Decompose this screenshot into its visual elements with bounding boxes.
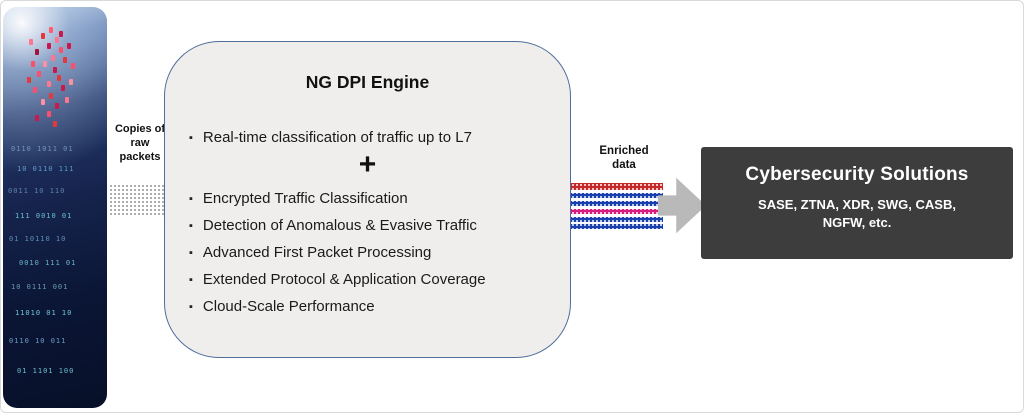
bullet-icon: ▪ [189,193,193,205]
engine-feature-list: ▪ Encrypted Traffic Classification ▪ Detec… [165,186,570,321]
enriched-data-stream [571,183,663,229]
network-cables-photo: 0110 1011 01 10 0110 111 0011 10 110 111… [3,7,107,408]
binary-texture-row: 11010 01 10 [15,309,73,317]
red-packet-dots [49,27,53,33]
binary-texture-row: 0110 1011 01 [11,145,74,153]
binary-texture-row: 01 1101 100 [17,367,75,375]
binary-texture-row: 01 10110 10 [9,235,67,243]
solutions-subtitle: SASE, ZTNA, XDR, SWG, CASB, NGFW, etc. [758,197,956,231]
engine-bullet-text: Extended Protocol & Application Coverage [202,271,486,288]
enriched-data-label: Enriched data [599,145,649,172]
engine-title: NG DPI Engine [305,72,430,92]
binary-texture-row: 0010 111 01 [19,259,77,267]
engine-bullet-item: ▪ Advanced First Packet Processing [189,240,570,267]
engine-headline-text: Real-time classification of traffic up t… [202,129,472,146]
bullet-icon: ▪ [189,247,193,259]
bullet-icon: ▪ [189,220,193,232]
engine-bullet-text: Cloud-Scale Performance [202,298,375,315]
engine-bullet-text: Advanced First Packet Processing [202,244,432,261]
solutions-title: Cybersecurity Solutions [745,164,969,185]
binary-texture-row: 111 0010 01 [15,212,73,220]
arrow-right-icon [658,177,706,234]
binary-texture-row: 10 0111 001 [11,283,69,291]
engine-bullet-text: Encrypted Traffic Classification [202,190,408,207]
engine-bullet-item: ▪ Detection of Anomalous & Evasive Traffi… [189,213,570,240]
engine-bullet-item: ▪ Encrypted Traffic Classification [189,186,570,213]
bullet-icon: ▪ [189,274,193,286]
engine-bullet-item: ▪ Extended Protocol & Application Coverag… [189,267,570,294]
cybersecurity-solutions-box: Cybersecurity Solutions SASE, ZTNA, XDR,… [701,147,1013,259]
binary-texture-row: 0110 10 011 [9,337,67,345]
engine-bullet-text: Detection of Anomalous & Evasive Traffic [202,217,477,234]
bullet-icon: ▪ [189,132,193,144]
binary-texture-row: 10 0110 111 [17,165,75,173]
engine-bullet-item: ▪ Cloud-Scale Performance [189,294,570,321]
ng-dpi-engine-box: NG DPI Engine ▪ Real-time classification … [164,41,571,358]
raw-packets-label: Copies of raw packets [114,123,166,163]
binary-texture-row: 0011 10 110 [8,187,66,195]
engine-headline-bullet: ▪ Real-time classification of traffic up … [165,129,570,146]
raw-packets-flow-texture [109,184,169,217]
bullet-icon: ▪ [189,301,193,313]
plus-sign: + [358,148,377,181]
